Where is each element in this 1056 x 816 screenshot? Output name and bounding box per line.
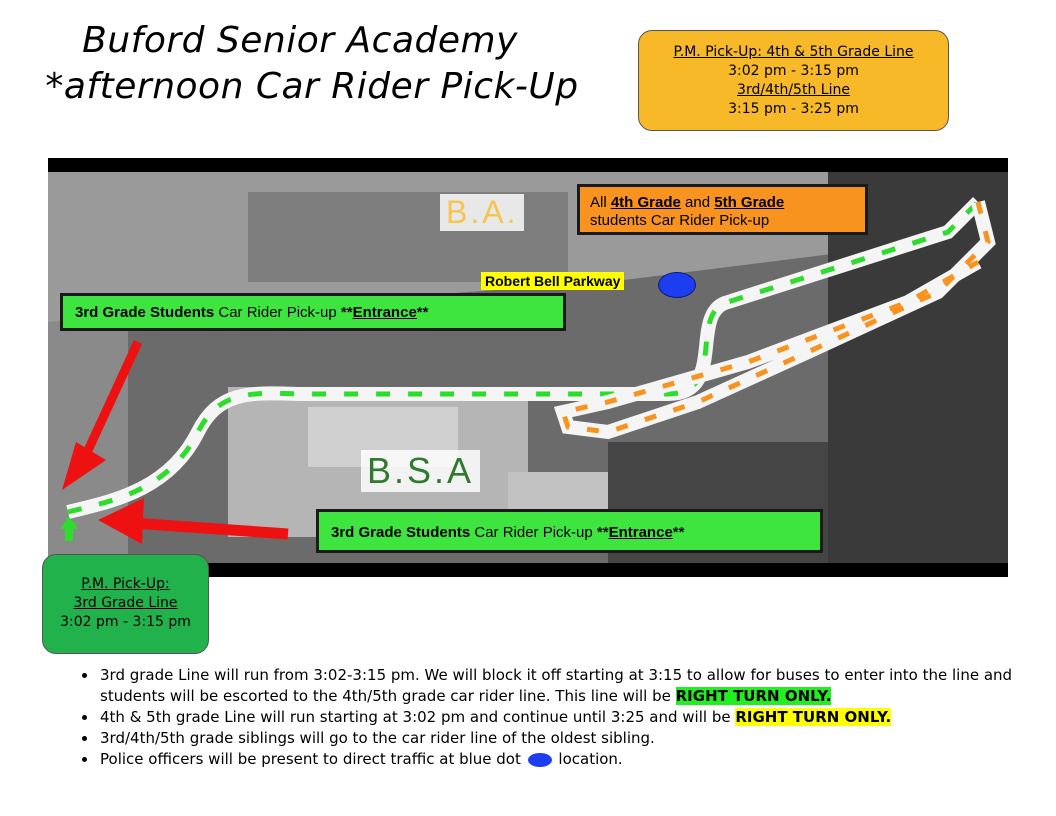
police-location-dot [658,272,696,298]
callout-top-entrance: Entrance [352,304,417,321]
callout-top-bold: 3rd Grade Students [75,304,215,321]
pickup-45-box: P.M. Pick-Up: 4th & 5th Grade Line 3:02 … [638,30,949,131]
callout-bottom-entrance-suffix: ** [672,524,685,541]
note-text-after: location. [553,750,623,768]
blue-dot-icon [527,752,552,767]
callout-top-entrance-prefix: ** [340,304,353,321]
note-text: 3rd/4th/5th grade siblings will go to th… [100,729,655,747]
note-item: 3rd/4th/5th grade siblings will go to th… [98,728,1056,749]
note-highlight: RIGHT TURN ONLY. [735,708,892,726]
note-item: Police officers will be present to direc… [98,749,1056,770]
notes-list: 3rd grade Line will run from 3:02-3:15 p… [58,665,1056,770]
aerial-photo [48,172,1008,563]
note-text: 3rd grade Line will run from 3:02-3:15 p… [100,666,1013,705]
callout-3rd-grade-bottom: 3rd Grade Students Car Rider Pick-up **E… [316,509,823,553]
callout-orange-and: and [680,194,715,211]
ba-building-label: B.A. [440,194,525,231]
route-map: 3rd Grade Students Car Rider Pick-up **E… [48,158,1008,577]
pickup-45-time2: 3:15 pm - 3:25 pm [728,101,859,117]
callout-bottom-text: Car Rider Pick-up [470,524,597,541]
callout-top-entrance-suffix: ** [416,304,429,321]
title-line-2: *afternoon Car Rider Pick-Up [45,66,579,107]
pickup-3rd-box: P.M. Pick-Up: 3rd Grade Line 3:02 pm - 3… [42,554,209,654]
bsa-building-label: B.S.A [361,450,481,492]
note-item: 4th & 5th grade Line will run starting a… [98,707,1056,728]
callout-bottom-entrance: Entrance [608,524,673,541]
callout-bottom-entrance-prefix: ** [596,524,609,541]
callout-orange-grade5: 5th Grade [714,194,785,211]
callout-4th-5th-grade: All 4th Grade and 5th Grade students Car… [577,184,868,235]
note-text: 4th & 5th grade Line will run starting a… [100,708,736,726]
callout-orange-grade4: 4th Grade [610,194,681,211]
note-text: Police officers will be present to direc… [100,750,526,768]
callout-orange-line2: students Car Rider Pick-up [590,212,770,229]
pickup-3rd-subheading: 3rd Grade Line [73,595,178,611]
pickup-45-subheading: 3rd/4th/5th Line [737,82,850,98]
title-line-1: Buford Senior Academy [82,20,518,61]
callout-top-text: Car Rider Pick-up [214,304,341,321]
note-highlight: RIGHT TURN ONLY. [675,687,832,705]
pickup-3rd-time: 3:02 pm - 3:15 pm [60,614,191,630]
pickup-3rd-heading: P.M. Pick-Up: [81,576,170,592]
callout-3rd-grade-top: 3rd Grade Students Car Rider Pick-up **E… [60,293,566,331]
callout-orange-prefix: All [590,194,611,211]
note-item: 3rd grade Line will run from 3:02-3:15 p… [98,665,1056,707]
pickup-45-time1: 3:02 pm - 3:15 pm [728,63,859,79]
callout-bottom-bold: 3rd Grade Students [331,524,471,541]
pickup-45-heading: P.M. Pick-Up: 4th & 5th Grade Line [673,44,914,60]
parkway-label: Robert Bell Parkway [481,272,625,290]
